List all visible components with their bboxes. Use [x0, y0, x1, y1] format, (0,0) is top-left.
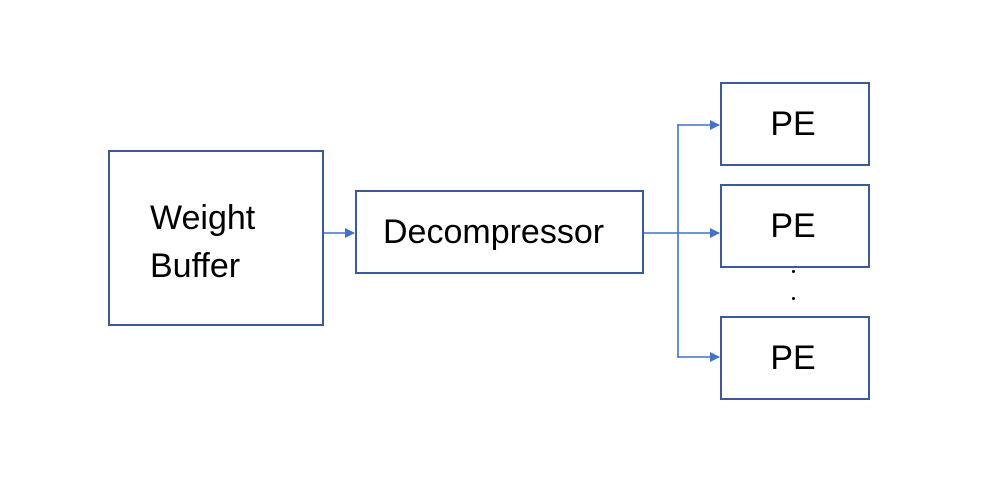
pe-box-3: PE [720, 316, 870, 400]
decompressor-label: Decompressor [383, 212, 605, 251]
pe-label-1: PE [770, 104, 816, 143]
weight-buffer-line1: Weight [150, 199, 256, 237]
pe-label-3: PE [770, 338, 816, 377]
ellipsis-dot-2 [792, 297, 795, 300]
pe-label-2: PE [770, 206, 816, 245]
pe-box-1: PE [720, 82, 870, 166]
weight-buffer-line2: Buffer [150, 247, 241, 285]
ellipsis-dot-1 [792, 270, 795, 273]
pe-box-2: PE [720, 184, 870, 268]
weight-buffer-label: Weight Buffer [150, 194, 255, 290]
weight-buffer-box: Weight Buffer [108, 150, 324, 326]
decompressor-box: Decompressor [355, 190, 644, 274]
